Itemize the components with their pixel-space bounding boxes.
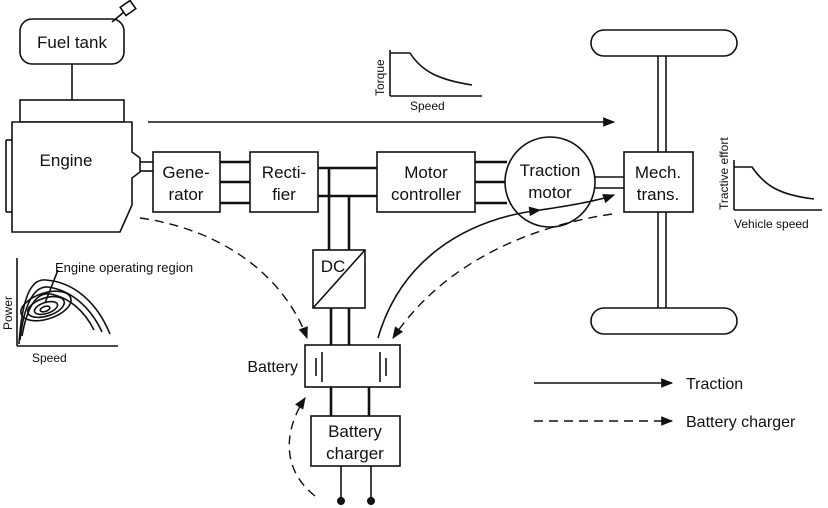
battery-charger-label-1: Battery [328, 422, 382, 441]
dc-converter-label: DC [321, 257, 346, 276]
regen-charging-arrow [392, 213, 613, 339]
dc-dc-converter: DC [312, 249, 366, 309]
motor-controller-label-1: Motor [404, 163, 448, 182]
front-wheel [590, 29, 738, 57]
generator-label-1: Gene- [162, 163, 209, 182]
mech-trans-label-2: trans. [637, 185, 680, 204]
engine-efficiency-contours [18, 279, 111, 345]
engine-map-annotation: Engine operating region [55, 260, 193, 275]
torque-xlabel: Speed [410, 99, 445, 113]
engine-map-xlabel: Speed [32, 351, 67, 365]
charger-plug-terminals [337, 466, 375, 505]
generator-label-2: rator [169, 185, 204, 204]
fuel-tank-label: Fuel tank [37, 33, 107, 52]
grid-charging-arrow [288, 396, 316, 497]
generator: Gene- rator [152, 151, 221, 213]
battery: Battery [247, 344, 401, 388]
torque-speed-plot: Torque Speed [373, 50, 482, 113]
motor-controller-label-2: controller [391, 185, 461, 204]
mech-trans-label-1: Mech. [635, 163, 681, 182]
rectifier-label-2: fier [272, 185, 296, 204]
rectifier-label-1: Recti- [262, 163, 306, 182]
mechanical-transmission: Mech. trans. [623, 151, 694, 213]
battery-charger: Battery charger [310, 415, 401, 467]
engine-map-ylabel: Power [1, 296, 15, 330]
legend: Traction Battery charger [534, 376, 796, 431]
battery-label: Battery [247, 359, 298, 376]
battery-traction-arrow [377, 206, 542, 339]
tractive-xlabel: Vehicle speed [734, 217, 809, 231]
engine-map-plot: Engine operating region Power Speed [1, 258, 193, 365]
engine: Engine [5, 99, 141, 233]
battery-charger-label-2: charger [326, 444, 384, 463]
rectifier: Recti- fier [249, 151, 319, 213]
legend-charger-label: Battery charger [686, 414, 796, 431]
traction-motor-label-1: Traction [520, 161, 581, 180]
tractive-effort-plot: Tractive effort Vehicle speed [717, 137, 822, 231]
motor-controller: Motor controller [376, 151, 476, 213]
legend-traction-label: Traction [686, 376, 743, 393]
torque-ylabel: Torque [373, 59, 387, 96]
engine-charging-arrow [139, 217, 308, 340]
fuel-tank: Fuel tank [19, 0, 137, 65]
tractive-ylabel: Tractive effort [717, 137, 731, 210]
engine-label: Engine [40, 151, 93, 170]
traction-motor-label-2: motor [528, 183, 572, 202]
wheel-axle-assembly [590, 29, 738, 335]
rear-wheel [590, 307, 738, 335]
